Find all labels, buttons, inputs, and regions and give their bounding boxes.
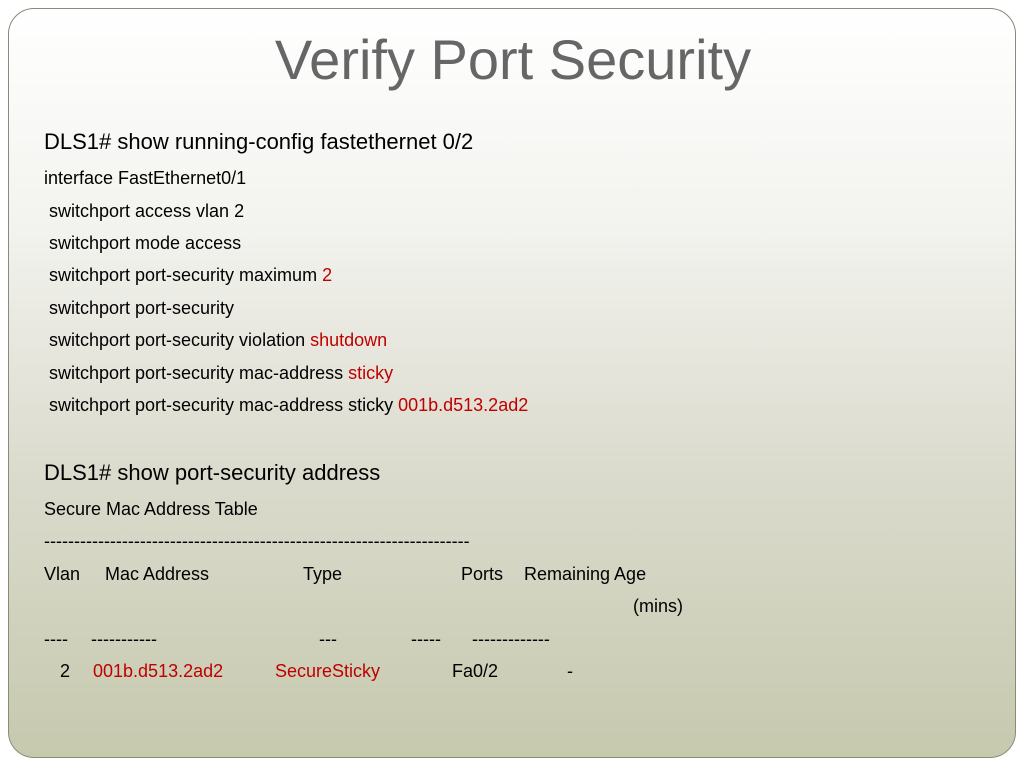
dash-ports: ----- bbox=[411, 629, 441, 649]
header-vlan: Vlan bbox=[44, 564, 81, 584]
config-line-value: shutdown bbox=[310, 330, 388, 350]
config-line-text: switchport access vlan 2 bbox=[44, 201, 245, 221]
header-age: Remaining Age bbox=[524, 564, 647, 584]
row-type: SecureSticky bbox=[275, 661, 381, 681]
config-interface: interface FastEthernet0/1 bbox=[44, 168, 247, 188]
header-age-unit: (mins) bbox=[633, 596, 683, 616]
dash-age: ------------- bbox=[472, 629, 550, 649]
config-line: switchport port-security violation shutd… bbox=[44, 330, 387, 351]
header-ports: Ports bbox=[461, 564, 504, 584]
header-mac: Mac Address bbox=[105, 564, 210, 584]
config-line: switchport port-security mac-address sti… bbox=[44, 395, 528, 416]
config-line-value: 2 bbox=[322, 265, 333, 285]
config-line-text: switchport port-security mac-address bbox=[44, 363, 349, 383]
row-vlan: 2 bbox=[60, 661, 71, 681]
address-command: DLS1# show port-security address bbox=[44, 460, 381, 485]
config-line: switchport port-security mac-address sti… bbox=[44, 363, 393, 384]
address-table-title: Secure Mac Address Table bbox=[44, 499, 258, 519]
dash-vlan: ---- bbox=[44, 629, 68, 649]
slide: Verify Port Security DLS1# show running-… bbox=[8, 8, 1016, 758]
config-line-value: 001b.d513.2ad2 bbox=[398, 395, 529, 415]
config-line-text: switchport port-security mac-address sti… bbox=[44, 395, 399, 415]
header-type: Type bbox=[303, 564, 343, 584]
config-command: DLS1# show running-config fastethernet 0… bbox=[44, 129, 474, 154]
dash-type: --- bbox=[319, 629, 337, 649]
slide-title: Verify Port Security bbox=[274, 28, 752, 91]
address-separator: ----------------------------------------… bbox=[44, 531, 470, 551]
dash-mac: ----------- bbox=[91, 629, 157, 649]
config-line-text: switchport port-security violation bbox=[44, 330, 311, 350]
row-ports: Fa0/2 bbox=[452, 661, 499, 681]
config-line: switchport mode access bbox=[44, 233, 241, 254]
config-line-text: switchport mode access bbox=[44, 233, 242, 253]
row-mac: 001b.d513.2ad2 bbox=[93, 661, 224, 681]
config-line-text: switchport port-security bbox=[44, 298, 235, 318]
config-line: switchport port-security maximum 2 bbox=[44, 265, 332, 286]
config-line-value: sticky bbox=[348, 363, 394, 383]
config-line: switchport access vlan 2 bbox=[44, 201, 244, 222]
config-line: switchport port-security bbox=[44, 298, 234, 319]
config-line-text: switchport port-security maximum bbox=[44, 265, 323, 285]
row-age: - bbox=[567, 661, 573, 681]
